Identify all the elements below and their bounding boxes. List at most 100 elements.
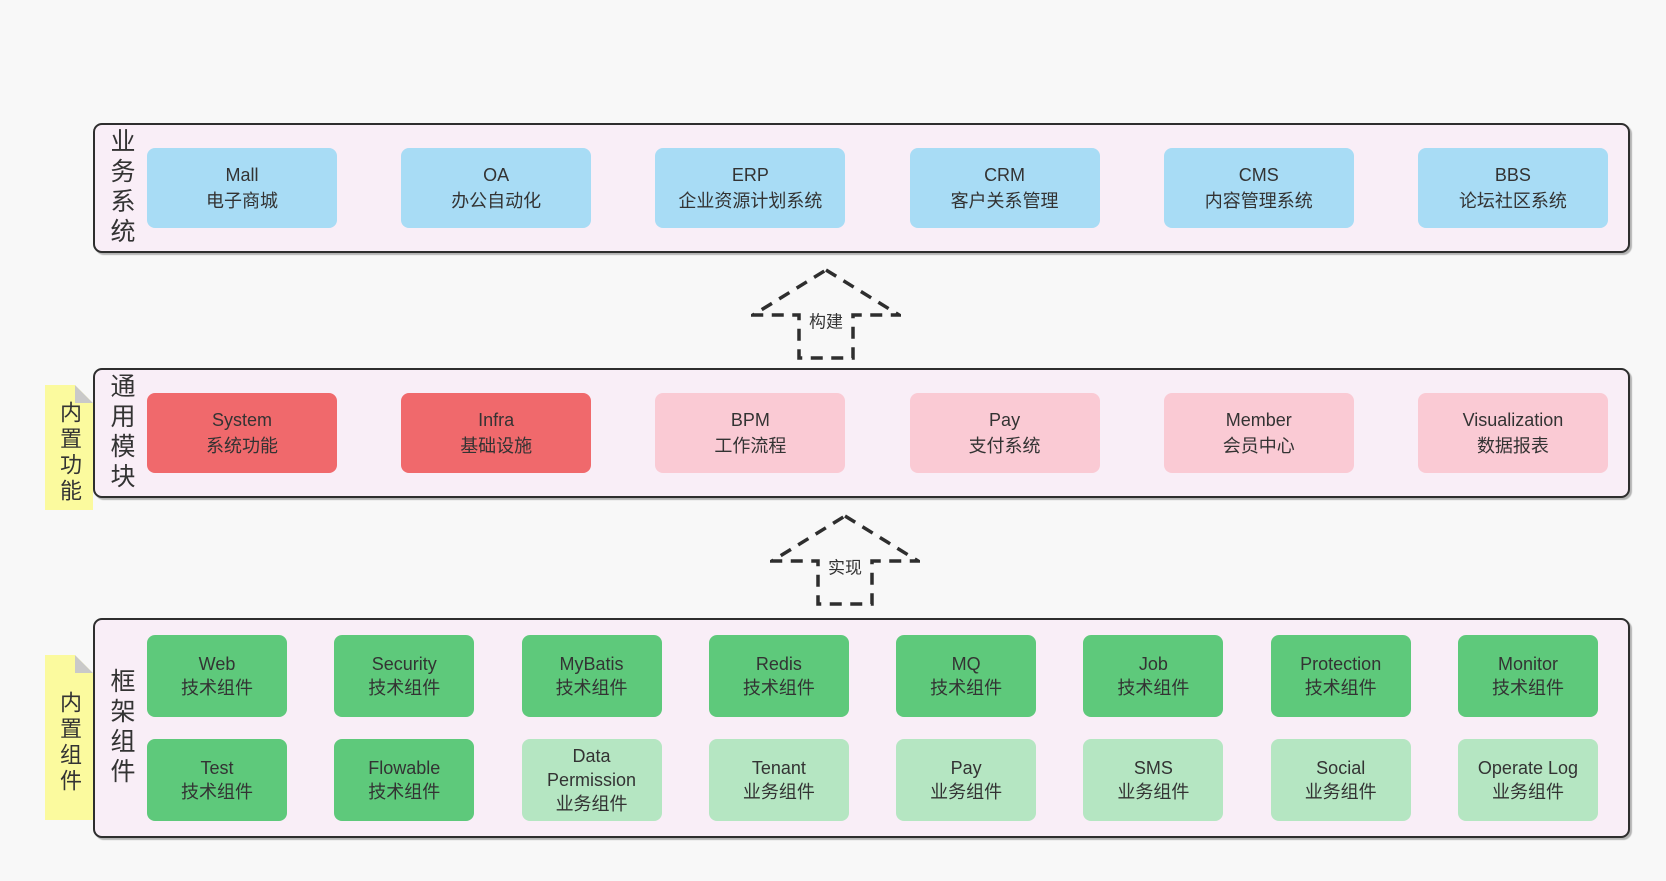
box-title: Job xyxy=(1138,654,1168,674)
box-subtitle: 业务组件 xyxy=(930,782,1003,802)
box-subtitle: 论坛社区系统 xyxy=(1458,191,1567,211)
box-title: ERP xyxy=(731,165,769,185)
box-title: Infra xyxy=(478,410,515,430)
box-subtitle: 业务组件 xyxy=(1117,782,1190,802)
box-title: Tenant xyxy=(751,758,806,778)
box-title: OA xyxy=(483,165,510,185)
box-subtitle: 技术组件 xyxy=(1304,678,1377,698)
box-operate-log: Operate Log 业务组件 xyxy=(1457,739,1598,821)
box-pay-business: Pay 业务组件 xyxy=(896,739,1037,821)
sticky-note-builtin-features: 内置功能 xyxy=(45,385,93,510)
box-title: MyBatis xyxy=(559,654,624,674)
box-title: MQ xyxy=(951,654,981,674)
box-title: Protection xyxy=(1300,654,1382,674)
box-title: Pay xyxy=(950,758,982,778)
box-subtitle: 业务组件 xyxy=(742,782,815,802)
box-title: Web xyxy=(198,654,236,674)
sticky-note-label: 内置组件 xyxy=(57,690,82,795)
box-infra: Infra 基础设施 xyxy=(401,393,592,473)
box-title: CMS xyxy=(1238,165,1279,185)
box-subtitle: 会员中心 xyxy=(1222,436,1295,456)
layer-common-modules: 通用模块 System 系统功能 Infra 基础设施 BPM 工作流程 Pay… xyxy=(93,368,1630,498)
box-title: Data Permission xyxy=(547,746,637,790)
box-title: BBS xyxy=(1494,165,1531,185)
layer-boxes-grid: Web 技术组件 Security 技术组件 MyBatis 技术组件 Redi… xyxy=(147,620,1628,836)
box-title: Visualization xyxy=(1462,410,1564,430)
box-subtitle: 业务组件 xyxy=(1491,782,1564,802)
box-monitor: Monitor 技术组件 xyxy=(1457,635,1598,717)
box-oa: OA 办公自动化 xyxy=(401,148,592,228)
box-visualization: Visualization 数据报表 xyxy=(1417,393,1608,473)
layer-boxes: Mall 电子商城 OA 办公自动化 ERP 企业资源计划系统 CRM 客户关系… xyxy=(147,125,1628,251)
layer-label: 框架组件 xyxy=(107,668,135,788)
box-subtitle: 技术组件 xyxy=(368,678,441,698)
box-title: System xyxy=(211,410,272,430)
box-cms: CMS 内容管理系统 xyxy=(1163,148,1354,228)
components-row-1: Web 技术组件 Security 技术组件 MyBatis 技术组件 Redi… xyxy=(147,635,1598,717)
box-title: Social xyxy=(1316,758,1366,778)
box-erp: ERP 企业资源计划系统 xyxy=(655,148,846,228)
box-subtitle: 内容管理系统 xyxy=(1204,191,1313,211)
build-arrow-up: 构建 xyxy=(751,268,901,360)
box-title: BPM xyxy=(730,410,770,430)
box-subtitle: 技术组件 xyxy=(181,678,253,698)
box-flowable: Flowable 技术组件 xyxy=(334,739,475,821)
box-subtitle: 技术组件 xyxy=(742,678,815,698)
layer-label: 通用模块 xyxy=(107,373,135,493)
box-title: Redis xyxy=(755,654,802,674)
box-tenant: Tenant 业务组件 xyxy=(708,739,849,821)
box-subtitle: 技术组件 xyxy=(930,678,1003,698)
sticky-note-label: 内置功能 xyxy=(57,400,82,505)
layer-boxes: System 系统功能 Infra 基础设施 BPM 工作流程 Pay 支付系统… xyxy=(147,370,1628,496)
box-bpm: BPM 工作流程 xyxy=(655,393,846,473)
box-title: Member xyxy=(1225,410,1292,430)
implement-arrow-up: 实现 xyxy=(770,514,920,606)
box-security: Security 技术组件 xyxy=(334,635,475,717)
box-title: Monitor xyxy=(1497,654,1558,674)
note-fold-corner xyxy=(75,655,93,673)
box-subtitle: 技术组件 xyxy=(368,782,441,802)
dashed-up-arrow-icon xyxy=(770,514,920,606)
box-subtitle: 系统功能 xyxy=(206,436,278,456)
box-pay: Pay 支付系统 xyxy=(909,393,1100,473)
box-subtitle: 业务组件 xyxy=(1304,782,1377,802)
box-title: Test xyxy=(200,758,234,778)
box-crm: CRM 客户关系管理 xyxy=(909,148,1100,228)
box-bbs: BBS 论坛社区系统 xyxy=(1417,148,1608,228)
box-subtitle: 业务组件 xyxy=(555,794,628,814)
box-subtitle: 工作流程 xyxy=(714,436,787,456)
components-row-2: Test 技术组件 Flowable 技术组件 Data Permission … xyxy=(147,739,1598,821)
box-web: Web 技术组件 xyxy=(147,635,287,717)
box-subtitle: 技术组件 xyxy=(1491,678,1564,698)
box-title: Flowable xyxy=(368,758,441,778)
sticky-note-builtin-components: 内置组件 xyxy=(45,655,93,820)
box-protection: Protection 技术组件 xyxy=(1270,635,1411,717)
box-subtitle: 基础设施 xyxy=(460,436,533,456)
box-title: Pay xyxy=(989,410,1021,430)
box-redis: Redis 技术组件 xyxy=(708,635,849,717)
box-title: Operate Log xyxy=(1477,758,1578,778)
note-fold-corner xyxy=(75,385,93,403)
box-title: Mall xyxy=(225,165,259,185)
arrow-label: 构建 xyxy=(805,306,847,334)
arrow-label: 实现 xyxy=(824,552,866,580)
layer-label: 业务系统 xyxy=(107,128,135,248)
box-subtitle: 客户关系管理 xyxy=(950,191,1059,211)
layer-framework-components: 框架组件 Web 技术组件 Security 技术组件 MyBatis 技术组件… xyxy=(93,618,1630,838)
box-test: Test 技术组件 xyxy=(147,739,287,821)
layer-business-systems: 业务系统 Mall 电子商城 OA 办公自动化 ERP 企业资源计划系统 CRM… xyxy=(93,123,1630,253)
box-subtitle: 电子商城 xyxy=(206,191,278,211)
box-sms: SMS 业务组件 xyxy=(1083,739,1224,821)
box-system: System 系统功能 xyxy=(147,393,337,473)
box-data-permission: Data Permission 业务组件 xyxy=(521,739,662,821)
box-mall: Mall 电子商城 xyxy=(147,148,337,228)
box-social: Social 业务组件 xyxy=(1270,739,1411,821)
box-subtitle: 数据报表 xyxy=(1476,436,1549,456)
box-subtitle: 技术组件 xyxy=(1117,678,1190,698)
box-subtitle: 企业资源计划系统 xyxy=(678,191,823,211)
box-job: Job 技术组件 xyxy=(1083,635,1224,717)
box-member: Member 会员中心 xyxy=(1163,393,1354,473)
box-subtitle: 技术组件 xyxy=(555,678,628,698)
dashed-up-arrow-icon xyxy=(751,268,901,360)
